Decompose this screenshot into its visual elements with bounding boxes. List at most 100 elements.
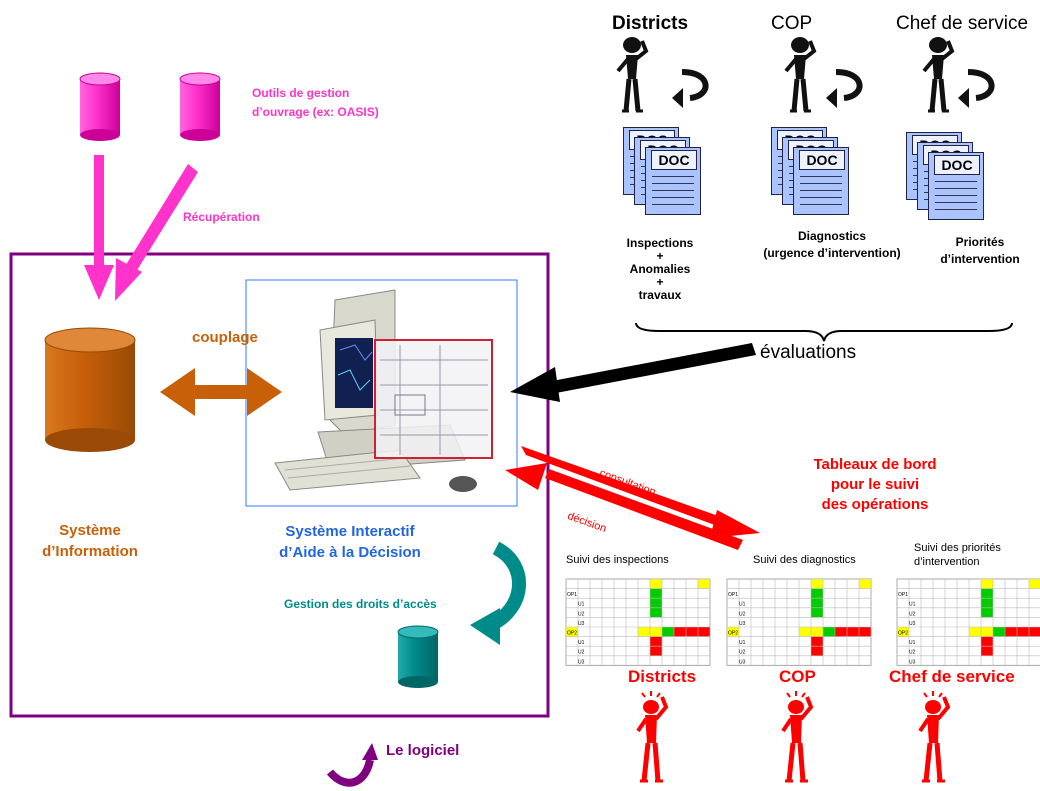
recuperation-arrow-2 — [115, 164, 198, 301]
doc-icon: DOC — [645, 147, 701, 215]
dashboard-table-cell — [662, 627, 674, 637]
couplage-double-arrow — [160, 368, 282, 416]
information-system-database-icon — [44, 327, 136, 452]
dashboard-table-cell — [981, 588, 993, 599]
dashboard-row-label: U1 — [909, 640, 916, 646]
dashboard-table-cell — [638, 627, 650, 637]
software-frame — [9, 252, 550, 718]
dashboard-table-cell — [566, 627, 578, 637]
dashboard-table-cell — [981, 646, 993, 656]
dashboard-row-label: U3 — [578, 621, 585, 627]
dashboard-role-cop: COP — [779, 667, 816, 686]
dashboard-row-label: U1 — [739, 602, 746, 608]
dashboard-row-label: U1 — [739, 640, 746, 646]
dashboard-table-cell — [650, 598, 662, 608]
dashboard-table-cell — [969, 627, 981, 637]
caption-inspections: Inspections + Anomalies + travaux — [626, 236, 694, 302]
thinking-figure-chef-de-service — [922, 37, 955, 113]
doc-label: DOC — [934, 155, 980, 175]
dashboards-title: Tableaux de bord pour le suivi des opéra… — [813, 456, 937, 513]
evaluations-arrow — [510, 343, 756, 402]
dashboard-row-label: OP2 — [567, 631, 577, 637]
logiciel-label: Le logiciel — [386, 742, 460, 759]
caption-priorites: Priorités d’intervention — [940, 235, 1020, 266]
excited-figure-districts — [636, 691, 669, 783]
dashboard-table-cell — [650, 627, 662, 637]
dashboard-role-chef-de-service: Chef de service — [889, 667, 1015, 686]
dashboard-table-cell — [993, 627, 1005, 637]
dashboard-row-label: U2 — [909, 611, 916, 617]
dashboard-table-cell — [1029, 579, 1040, 589]
dashboard-row-label: U2 — [909, 650, 916, 656]
thinking-figure-districts — [616, 37, 649, 113]
dashboard-table-cell — [811, 627, 823, 637]
dashboard-table-cell — [674, 627, 686, 637]
dashboard-row-label: U1 — [578, 640, 585, 646]
dashboard-table-cell — [799, 627, 811, 637]
dashboard-row-label: U1 — [909, 602, 916, 608]
dashboard-row-label: U1 — [578, 602, 585, 608]
dashboard-row-label: U3 — [739, 621, 746, 627]
siad-label: Système Interactif d’Aide à la Décision — [279, 523, 421, 561]
table-title-diagnostics: Suivi des diagnostics — [753, 554, 856, 566]
dashboard-table-cell — [811, 588, 823, 599]
dashboard-table-cell — [650, 636, 662, 647]
doc-label: DOC — [651, 150, 697, 170]
role-label-chef-de-service: Chef de service — [896, 13, 1029, 34]
dashboard-row-label: OP1 — [898, 592, 908, 598]
caption-diagnostics: Diagnostics (urgence d’intervention) — [763, 229, 901, 260]
dashboard-table-cell — [981, 636, 993, 647]
dashboard-table-cell — [811, 607, 823, 618]
access-rights-database-icon — [397, 625, 439, 688]
dashboard-table-cell — [811, 598, 823, 608]
evaluations-brace — [635, 322, 1013, 342]
dashboard-table-cell — [981, 579, 993, 589]
dashboard-table-cell — [847, 627, 859, 637]
dashboard-table-cell — [811, 646, 823, 656]
dashboard-table-cell — [698, 579, 710, 589]
cycle-arrow-icon-3 — [958, 69, 995, 108]
dashboard-table-cell — [686, 627, 698, 637]
dashboard-row-label: U3 — [909, 621, 916, 627]
dashboard-row-label: U2 — [578, 611, 585, 617]
cycle-arrow-icon-2 — [826, 69, 863, 108]
oasis-database-icon-2 — [179, 72, 221, 141]
dashboard-table-cell — [981, 598, 993, 608]
computer-illustration — [274, 289, 493, 492]
dashboard-row-label: OP2 — [898, 631, 908, 637]
dashboard-table-cell — [650, 646, 662, 656]
dashboard-table-cell — [981, 627, 993, 637]
doc-label: DOC — [799, 150, 845, 170]
oasis-database-icon-1 — [79, 72, 121, 141]
excited-figure-cop — [781, 691, 814, 783]
dashboard-table-cell — [859, 579, 871, 589]
dashboard-table-cell — [698, 627, 710, 637]
dashboard-row-label: U3 — [909, 659, 916, 665]
dashboard-table-cell — [897, 627, 909, 637]
dashboard-table-cell — [811, 579, 823, 589]
dashboard-row-label: OP2 — [728, 631, 738, 637]
decision-arrow — [505, 463, 743, 550]
cycle-arrow-icon-1 — [672, 69, 709, 108]
role-label-cop: COP — [771, 13, 813, 34]
excited-figure-chef-de-service — [918, 691, 951, 783]
dashboard-row-label: OP1 — [567, 592, 577, 598]
consultation-arrow — [521, 446, 760, 538]
recuperation-arrow-1 — [84, 155, 114, 300]
dashboard-row-label: U2 — [739, 650, 746, 656]
dashboard-table-cell — [650, 579, 662, 589]
recuperation-label: Récupération — [183, 210, 260, 224]
dashboard-table-cell — [650, 607, 662, 618]
dashboard-table-cell — [1029, 627, 1040, 637]
dashboard-row-label: U2 — [739, 611, 746, 617]
tools-label: Outils de gestion d’ouvrage (ex: OASIS) — [252, 86, 379, 119]
dashboard-row-label: U3 — [578, 659, 585, 665]
access-rights-label: Gestion des droits d’accès — [284, 597, 437, 611]
